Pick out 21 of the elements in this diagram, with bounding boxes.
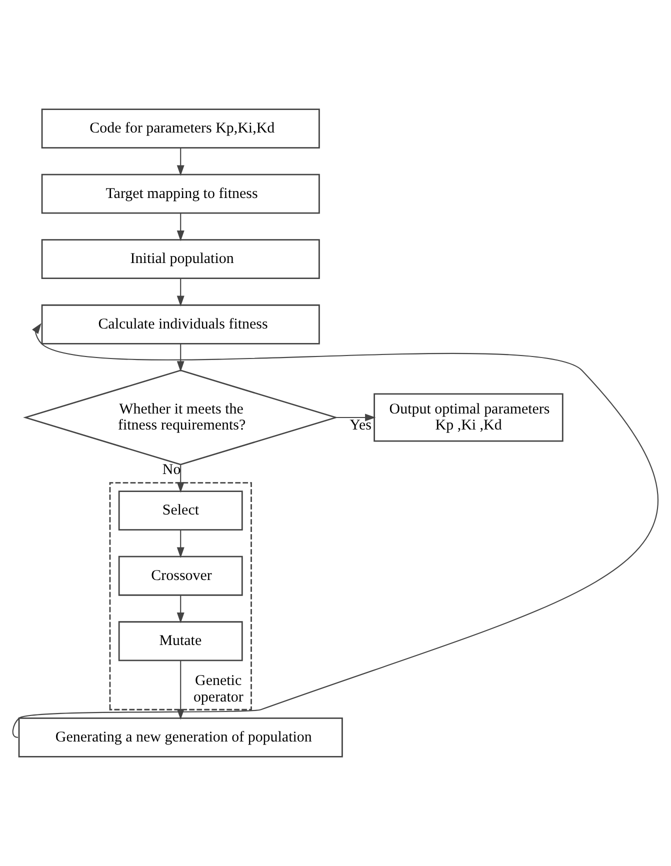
node-box: Initial population — [41, 239, 320, 280]
arrow — [176, 148, 184, 176]
arrow — [176, 344, 184, 372]
node-box: Output optimal parameters Kp ,Ki ,Kd — [374, 393, 564, 442]
node-box: Mutate — [118, 621, 243, 662]
arrow — [176, 465, 184, 493]
node-box: Code for parameters Kp,Ki,Kd — [41, 108, 320, 148]
arrow — [176, 278, 184, 306]
arrow — [176, 595, 184, 624]
node-box: Select — [118, 490, 243, 531]
node-box: Target mapping to fitness — [41, 174, 320, 214]
arrow — [176, 660, 184, 720]
node-box: Calculate individuals fitness — [41, 304, 320, 344]
node-diamond: Whether it meets the fitness requirements? — [23, 370, 338, 466]
node-box: Generating a new generation of population — [18, 718, 343, 758]
edge-label: Yes — [350, 417, 372, 434]
arrow — [14, 323, 658, 738]
arrow — [336, 414, 376, 422]
node-box: Crossover — [118, 556, 243, 596]
arrow — [176, 213, 184, 242]
arrow — [176, 530, 184, 558]
